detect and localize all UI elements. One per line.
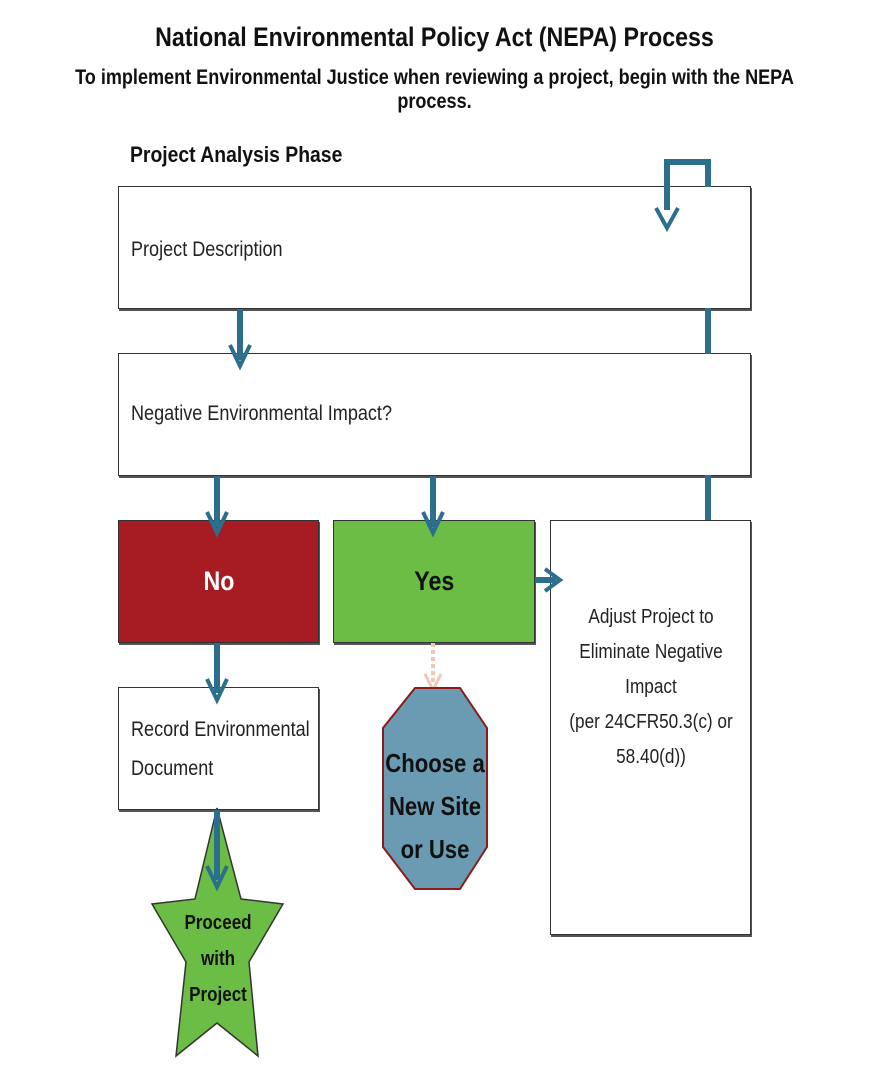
adjust-line: Adjust Project to — [588, 606, 714, 628]
record-document-label-line1: Record Environmental — [131, 718, 310, 741]
negative-impact-box — [118, 353, 751, 476]
arrowhead-record-to-proceed — [205, 865, 229, 892]
record-document-box — [118, 687, 319, 810]
adjust-project-label: Adjust Project to Eliminate Negative Imp… — [565, 600, 737, 775]
adjust-project-box — [550, 520, 751, 935]
no-label: No — [203, 566, 234, 596]
proceed-line: Proceed — [184, 912, 252, 934]
arrowhead-impact-to-no — [205, 511, 229, 538]
choose-new-site-label: Choose a New Site or Use — [385, 742, 485, 871]
arrowhead-impact-to-yes — [421, 511, 445, 538]
proceed-star — [150, 807, 285, 1058]
phase-label: Project Analysis Phase — [130, 142, 343, 167]
diagram-subtitle: To implement Environmental Justice when … — [75, 66, 794, 113]
arrowhead-desc-to-impact — [228, 344, 252, 371]
choose-new-site-octagon — [382, 687, 488, 890]
project-description-label: Project Description — [131, 238, 283, 261]
feedback-loop-arrow — [664, 159, 711, 520]
record-document-label-line2: Document — [131, 757, 214, 780]
yes-box: Yes — [333, 520, 535, 643]
loop-mask-1 — [704, 187, 713, 308]
diagram-title: National Environmental Policy Act (NEPA)… — [155, 22, 714, 52]
yes-label: Yes — [413, 566, 455, 596]
adjust-line: Eliminate Negative — [579, 641, 723, 663]
adjust-line: Impact — [625, 676, 677, 698]
feedback-loop-arrowhead — [654, 207, 680, 233]
project-description-box — [118, 186, 751, 309]
choose-line: or Use — [400, 834, 470, 864]
adjust-line: 58.40(d)) — [616, 746, 686, 768]
choose-line: New Site — [388, 791, 482, 821]
proceed-line: Project — [189, 984, 247, 1006]
proceed-with-project-label: Proceed with Project — [176, 905, 261, 1013]
loop-mask-2 — [704, 354, 713, 475]
choose-line: Choose a — [385, 748, 485, 778]
arrowhead-no-to-record — [205, 678, 229, 705]
negative-impact-label: Negative Environmental Impact? — [131, 402, 393, 425]
arrowhead-yes-to-adjust — [543, 567, 564, 593]
proceed-line: with — [201, 948, 235, 970]
adjust-line: (per 24CFR50.3(c) or — [569, 711, 733, 733]
